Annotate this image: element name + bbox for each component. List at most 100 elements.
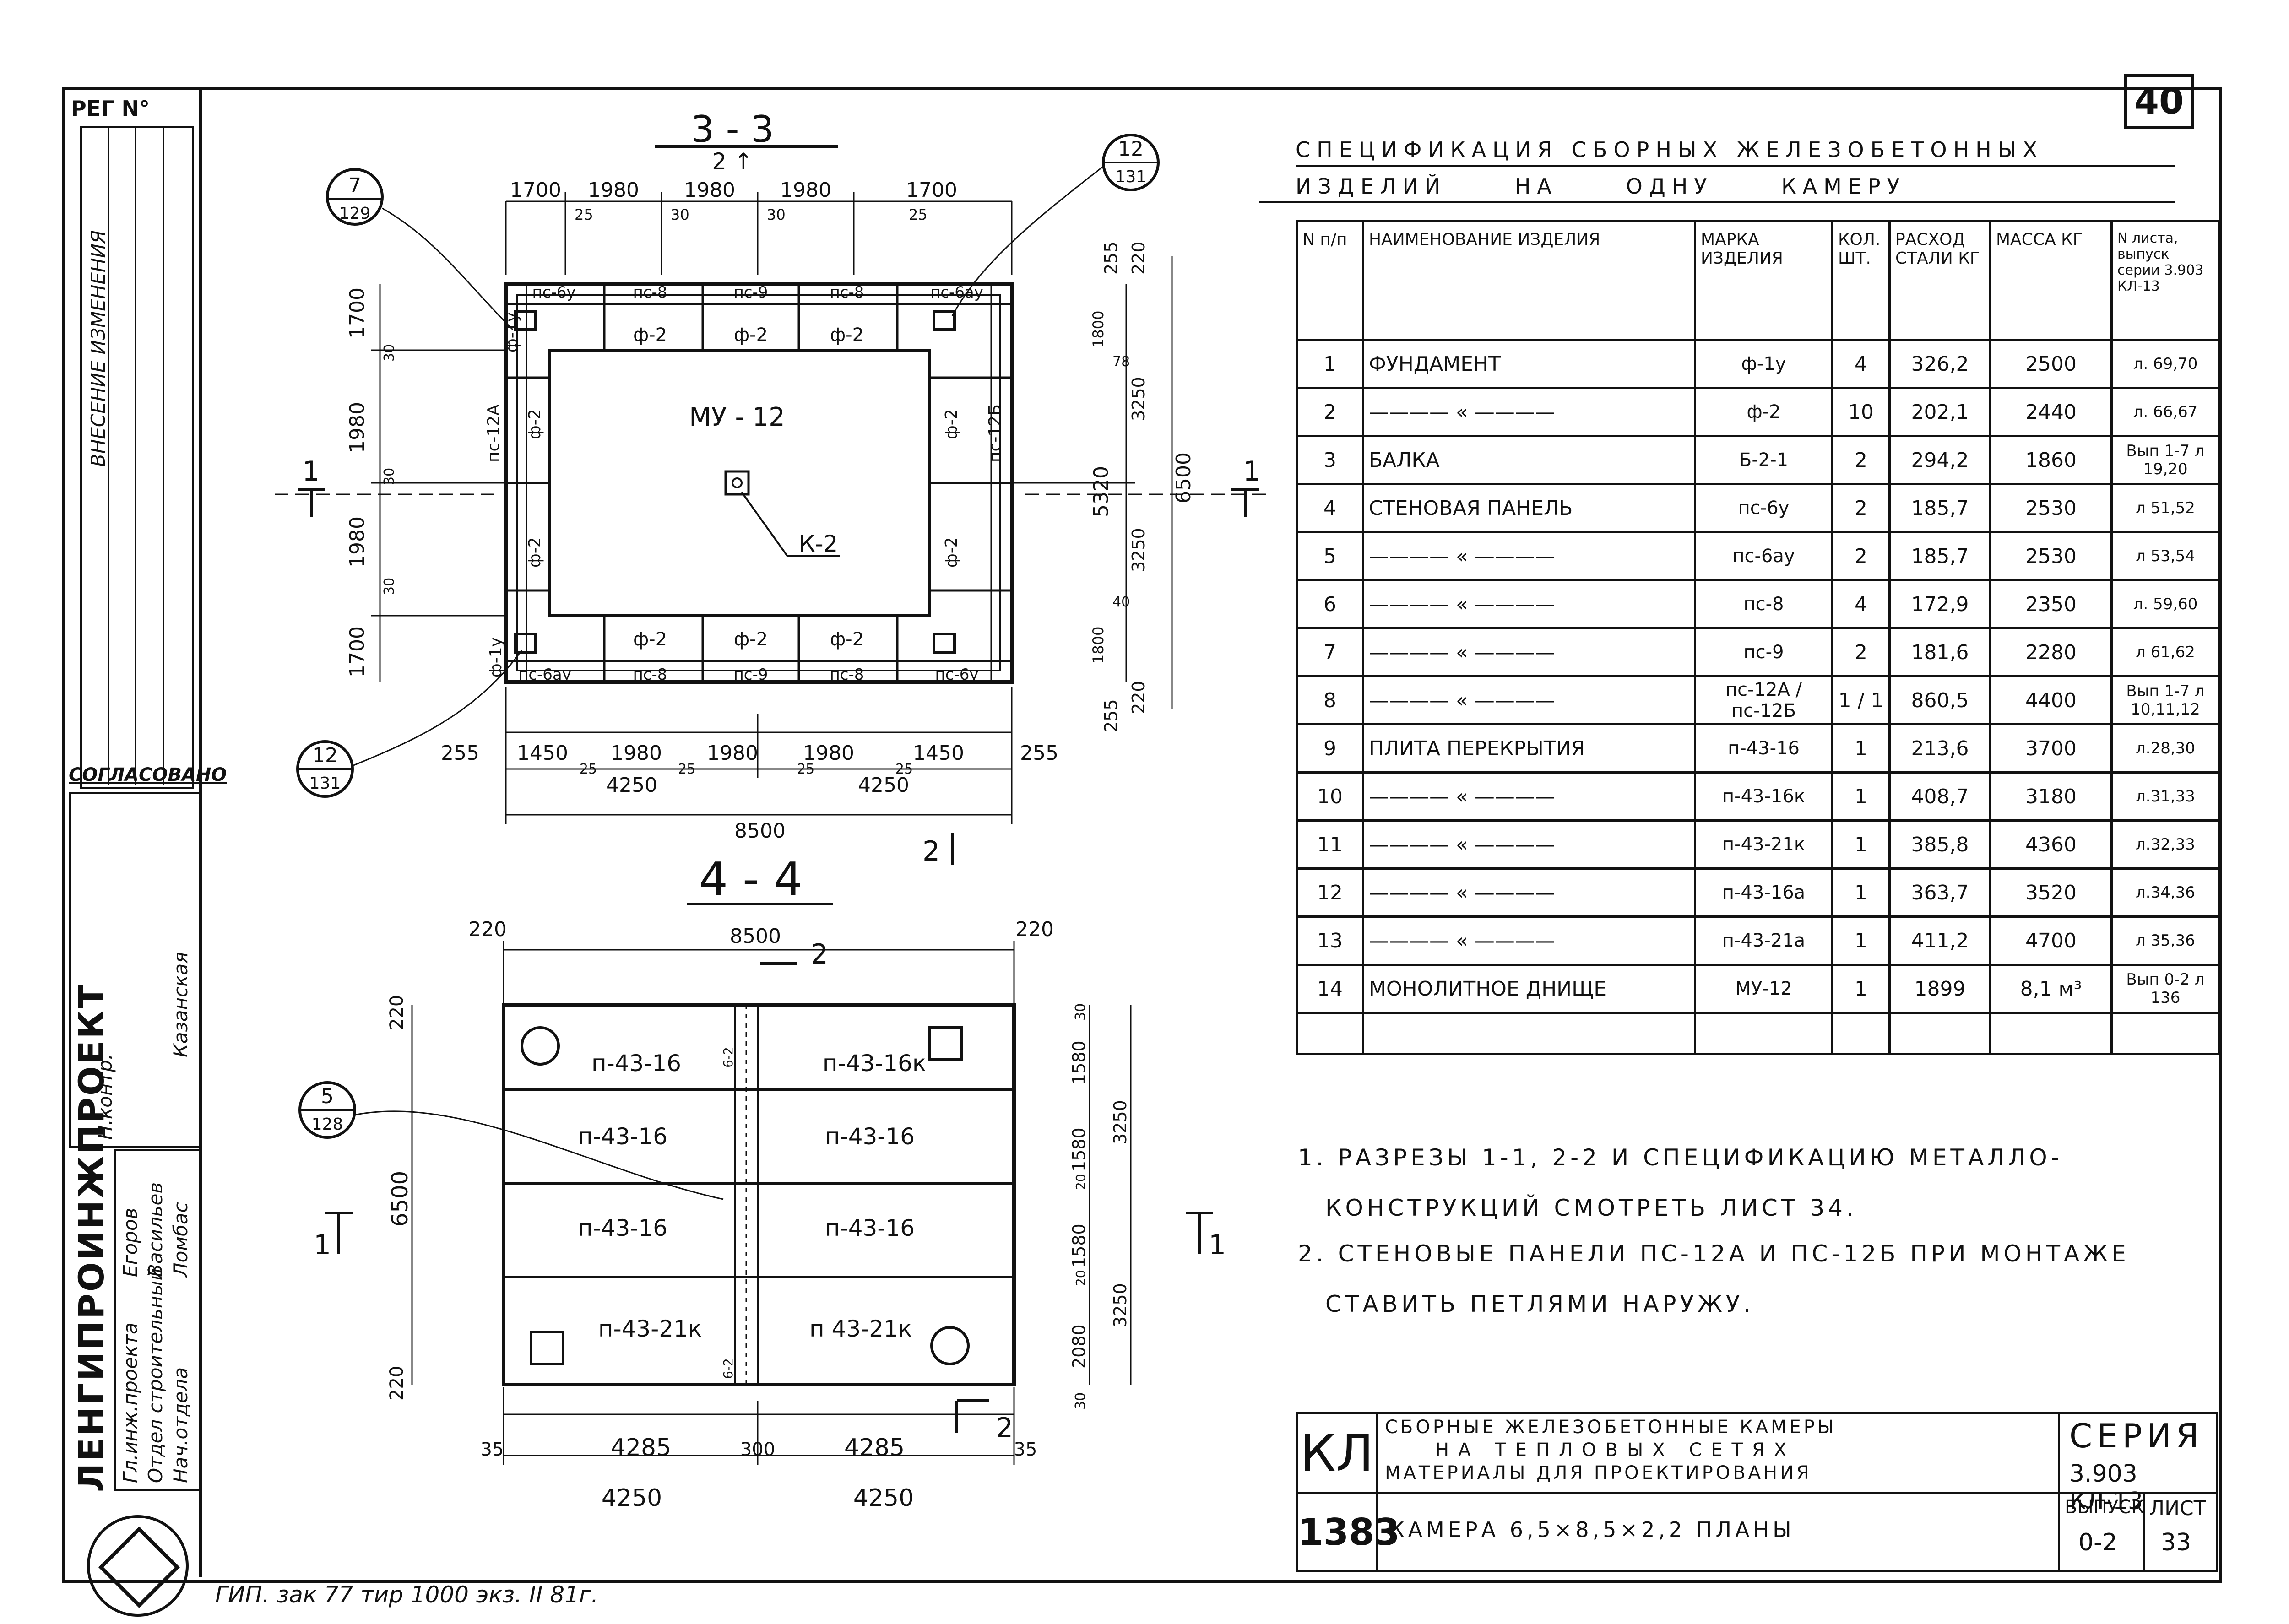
- svg-text:220: 220: [1128, 681, 1149, 714]
- stamp-col-2: [135, 126, 136, 785]
- spec-cell-n: 7: [1296, 627, 1364, 677]
- svg-text:20: 20: [1073, 1174, 1088, 1190]
- spec-cell-mark: п-43-16а: [1694, 867, 1833, 918]
- svg-text:пс-8: пс-8: [633, 283, 667, 302]
- tb-issue-label: ВЫПУСК: [2065, 1497, 2144, 1518]
- svg-text:п 43-21к: п 43-21к: [809, 1315, 912, 1342]
- svg-text:255: 255: [1101, 241, 1121, 275]
- svg-text:12: 12: [312, 744, 338, 767]
- svg-text:1800: 1800: [1090, 627, 1107, 664]
- svg-text:пс-12А: пс-12А: [484, 404, 503, 462]
- svg-text:п-43-16: п-43-16: [825, 1215, 915, 1241]
- svg-text:129: 129: [339, 204, 371, 223]
- svg-text:30: 30: [381, 344, 397, 362]
- spec-cell-mass: 2280: [1989, 627, 2113, 677]
- spec-cell-mass: 4700: [1989, 915, 2113, 966]
- svg-text:220: 220: [386, 995, 407, 1030]
- title-block: КЛ 1383 СБОРНЫЕ ЖЕЛЕЗОБЕТОННЫЕ КАМЕРЫ НА…: [1296, 1412, 2218, 1572]
- s33-subtitle: 2 ↑: [712, 148, 753, 175]
- spec-cell-name: ———— « ————: [1362, 531, 1696, 581]
- svg-text:пс-8: пс-8: [830, 666, 864, 684]
- spec-cell-mass: 3180: [1989, 771, 2113, 822]
- svg-text:ф-2: ф-2: [633, 629, 667, 650]
- svg-text:1980: 1980: [707, 742, 758, 765]
- svg-text:220: 220: [386, 1366, 407, 1401]
- spec-cell-ref: Вып 1-7 л 19,20: [2110, 435, 2220, 485]
- svg-text:1980: 1980: [588, 179, 639, 202]
- svg-text:1980: 1980: [346, 402, 369, 453]
- s33-pit: [548, 349, 931, 617]
- svg-text:7: 7: [348, 174, 361, 197]
- spec-cell-mass: 2500: [1989, 339, 2113, 389]
- svg-text:30: 30: [767, 206, 786, 223]
- svg-text:2: 2: [811, 938, 828, 970]
- svg-text:25: 25: [797, 761, 814, 777]
- spec-cell-n: 3: [1296, 435, 1364, 485]
- tb-series-value: 3.903 КЛ-13: [2069, 1460, 2143, 1515]
- tb-sheet-value: 33: [2161, 1529, 2191, 1556]
- svg-text:пс-8: пс-8: [633, 666, 667, 684]
- spec-cell-qty: 1: [1831, 819, 1891, 870]
- svg-text:1700: 1700: [346, 626, 369, 677]
- callout-12-131-top: 12 131: [1102, 134, 1160, 191]
- spec-cell-mass: 4360: [1989, 819, 2113, 870]
- s44-bottom-dims: 35 4285 300 4285 35 4250 4250: [481, 1434, 1037, 1512]
- s33-right-dims: 255 220 1800 3250 5320 6500 3250 1800 22…: [1090, 241, 1195, 732]
- left-stamp: РЕГ N° ВНЕСЕНИЕ ИЗМЕНЕНИЯ СОГЛАСОВАНО ЛЕ…: [62, 87, 227, 1617]
- s44-section-marks: 1 1 2: [314, 1229, 1226, 1444]
- spec-title-rule-2: [1259, 201, 2175, 203]
- tb-subtitle: КАМЕРА 6,5×8,5×2,2 ПЛАНЫ: [1389, 1517, 1795, 1542]
- tb-sheet-box: ЛИСТ 33: [2143, 1492, 2216, 1570]
- s44-top-dims: 220 8500 220 2: [468, 918, 1054, 970]
- svg-text:п-43-16: п-43-16: [578, 1123, 667, 1150]
- stamp-roles-col: [114, 1149, 201, 1491]
- svg-text:1700: 1700: [510, 179, 561, 202]
- spec-cell-qty: 2: [1831, 483, 1891, 533]
- spec-cell-steel: 185,7: [1888, 531, 1991, 581]
- spec-cell-n: 6: [1296, 579, 1364, 629]
- spec-cell-n: 8: [1296, 675, 1364, 725]
- spec-cell-n: 1: [1296, 339, 1364, 389]
- spec-cell-qty: 2: [1831, 627, 1891, 677]
- spec-cell-ref: л 53,54: [2110, 531, 2220, 581]
- svg-text:ф-1у: ф-1у: [487, 637, 505, 677]
- spec-cell-mass: 3520: [1989, 867, 2113, 918]
- spec-cell-name: МОНОЛИТНОЕ ДНИЩЕ: [1362, 964, 1696, 1014]
- sheet-number: 40: [2124, 74, 2194, 129]
- spec-cell-ref: л.31,33: [2110, 771, 2220, 822]
- spec-cell-n: 9: [1296, 723, 1364, 774]
- svg-text:30: 30: [381, 468, 397, 485]
- spec-cell-name: ПЛИТА ПЕРЕКРЫТИЯ: [1362, 723, 1696, 774]
- spec-cell-empty: [1989, 1012, 2113, 1055]
- spec-cell-ref: л 61,62: [2110, 627, 2220, 677]
- tb-number: 1383: [1298, 1494, 1400, 1570]
- s44-left-dims: 220 6500 220: [386, 995, 413, 1401]
- svg-text:35: 35: [481, 1439, 504, 1460]
- spec-header-mass: МАССА КГ: [1989, 220, 2113, 341]
- svg-text:25: 25: [678, 761, 695, 777]
- svg-text:8500: 8500: [734, 819, 786, 843]
- spec-cell-ref: Вып 0-2 л 136: [2110, 964, 2220, 1014]
- svg-text:3250: 3250: [1128, 528, 1149, 572]
- stamp-approved: СОГЛАСОВАНО: [69, 764, 227, 785]
- svg-text:255: 255: [1020, 742, 1058, 765]
- svg-text:ф-2: ф-2: [633, 325, 667, 346]
- spec-cell-mass: 2530: [1989, 531, 2113, 581]
- svg-text:ф-2: ф-2: [830, 325, 864, 346]
- s44-outer: [502, 1003, 1016, 1386]
- spec-cell-n: 13: [1296, 915, 1364, 966]
- spec-cell-qty: 1: [1831, 723, 1891, 774]
- svg-text:2080: 2080: [1069, 1324, 1089, 1369]
- spec-cell-ref: Вып 1-7 л 10,11,12: [2110, 675, 2220, 725]
- spec-cell-mark: п-43-16к: [1694, 771, 1833, 822]
- spec-cell-steel: 363,7: [1888, 867, 1991, 918]
- spec-cell-mass: 4400: [1989, 675, 2113, 725]
- spec-cell-ref: л. 69,70: [2110, 339, 2220, 389]
- spec-cell-mark: п-43-21а: [1694, 915, 1833, 966]
- tb-title-3: МАТЕРИАЛЫ ДЛЯ ПРОЕКТИРОВАНИЯ: [1385, 1462, 1812, 1483]
- svg-text:ф-1у: ф-1у: [503, 312, 521, 352]
